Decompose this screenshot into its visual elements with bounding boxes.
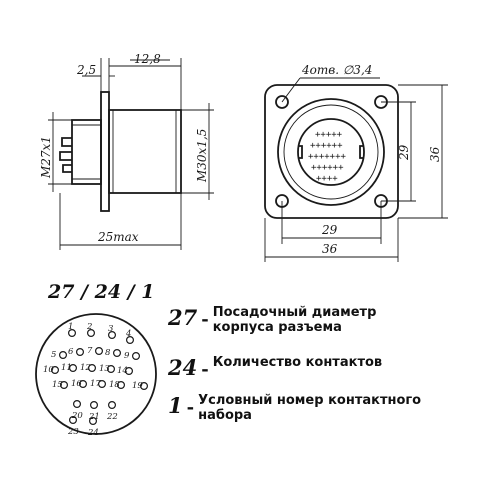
svg-text:++++: ++++: [316, 174, 338, 184]
legend-text-line2: корпуса разъема: [212, 320, 342, 335]
solder-cups: [59, 137, 72, 173]
pin-number: 23: [67, 427, 79, 437]
pin-number: 14: [117, 366, 128, 376]
pin-number: 20: [71, 411, 83, 421]
dim-thread-right: M30x1,5: [195, 129, 209, 183]
pin-number: 22: [106, 412, 118, 422]
pin-number: 19: [132, 381, 143, 391]
dim-inner-horizontal: 29: [321, 223, 338, 237]
flange: [100, 91, 110, 212]
pin-number: 11: [61, 363, 72, 373]
pin-socket: [107, 401, 116, 410]
mounting-flange: [264, 84, 399, 219]
pin-socket: [94, 347, 103, 356]
insert-circle: [297, 118, 365, 186]
legend-dash: -: [186, 397, 195, 418]
pin-number: 9: [124, 351, 130, 361]
pin-number: 8: [105, 348, 111, 358]
mount-hole: [275, 95, 289, 109]
pin-number: 18: [109, 380, 120, 390]
pin-socket: [58, 351, 67, 360]
pin-socket: [88, 417, 97, 426]
pin-number: 16: [71, 379, 82, 389]
dim-inner-vertical: 29: [397, 144, 411, 161]
pin-number: 13: [99, 364, 110, 374]
pin-number: 1: [68, 322, 73, 332]
rear-thread: [71, 119, 102, 185]
dim-holes: 4отв. ∅3,4: [301, 63, 372, 77]
pin-number: 2: [86, 322, 92, 332]
legend-number: 24: [168, 355, 198, 380]
pin-number: 21: [88, 412, 100, 422]
connector-code: 27 / 24 / 1: [48, 281, 155, 303]
pin-number: 10: [43, 365, 54, 375]
legend-dash: -: [201, 359, 209, 380]
pin-socket: [68, 364, 77, 373]
pin-socket: [86, 329, 95, 338]
dim-outer-horizontal: 36: [322, 242, 338, 256]
pin-number: 15: [52, 380, 63, 390]
pin-socket: [50, 366, 59, 375]
pin-number: 3: [108, 324, 113, 334]
outer-thread-circle: [277, 98, 385, 206]
pin-number: 12: [80, 363, 91, 373]
dim-thread-left: M27x1: [39, 136, 53, 179]
pin-socket: [78, 380, 87, 389]
dim-outer-vertical: 36: [428, 146, 442, 162]
pin-pattern: +++++ ++++++ +++++++ ++++++ ++++: [308, 130, 347, 184]
pin-number: 7: [87, 346, 93, 356]
pin-number: 5: [51, 350, 56, 360]
svg-text:++++++: ++++++: [311, 163, 344, 173]
legend-number: 1: [168, 393, 183, 418]
pin-socket: [87, 364, 96, 373]
dim-body-length: 12,8: [134, 52, 161, 66]
pin-socket: [125, 336, 134, 345]
connector-body: [108, 109, 182, 194]
pin-socket: [124, 367, 133, 376]
pin-socket: [72, 400, 81, 409]
legend-dash: -: [201, 309, 209, 330]
pin-number: 6: [68, 347, 74, 357]
legend-text-line1: Посадочный диаметр: [212, 305, 377, 320]
pin-socket: [112, 349, 121, 358]
pin-number: 17: [90, 379, 101, 389]
legend-text-line2: набора: [198, 408, 252, 423]
pin-socket: [67, 329, 76, 338]
pin-socket: [107, 331, 116, 340]
dim-total-length: 25max: [97, 230, 139, 244]
svg-text:+++++: +++++: [315, 130, 343, 140]
pin-socket: [68, 416, 77, 425]
pin-layout-circle: [35, 313, 157, 435]
legend-text: Количество контактов: [213, 355, 382, 370]
pin-socket: [75, 348, 84, 357]
front-view: +++++ ++++++ +++++++ ++++++ ++++: [264, 77, 448, 262]
pin-number: 24: [87, 428, 99, 438]
pin-socket: [132, 352, 141, 361]
legend-text-line1: Условный номер контактного: [198, 393, 422, 408]
pin-socket: [89, 401, 98, 410]
pin-socket: [116, 381, 125, 390]
legend-number: 27: [168, 305, 198, 330]
svg-text:+++++++: +++++++: [308, 152, 347, 162]
legend-row-contacts: 24-Количество контактов: [168, 355, 382, 380]
dim-flange-thickness: 2,5: [76, 63, 96, 77]
pin-socket: [59, 381, 68, 390]
pin-number: 4: [125, 329, 131, 339]
pin-socket: [140, 382, 149, 391]
pin-socket: [106, 365, 115, 374]
side-view: [48, 58, 214, 250]
legend-text-line1: Количество контактов: [212, 355, 383, 370]
pin-socket: [97, 380, 106, 389]
svg-text:++++++: ++++++: [310, 141, 343, 151]
